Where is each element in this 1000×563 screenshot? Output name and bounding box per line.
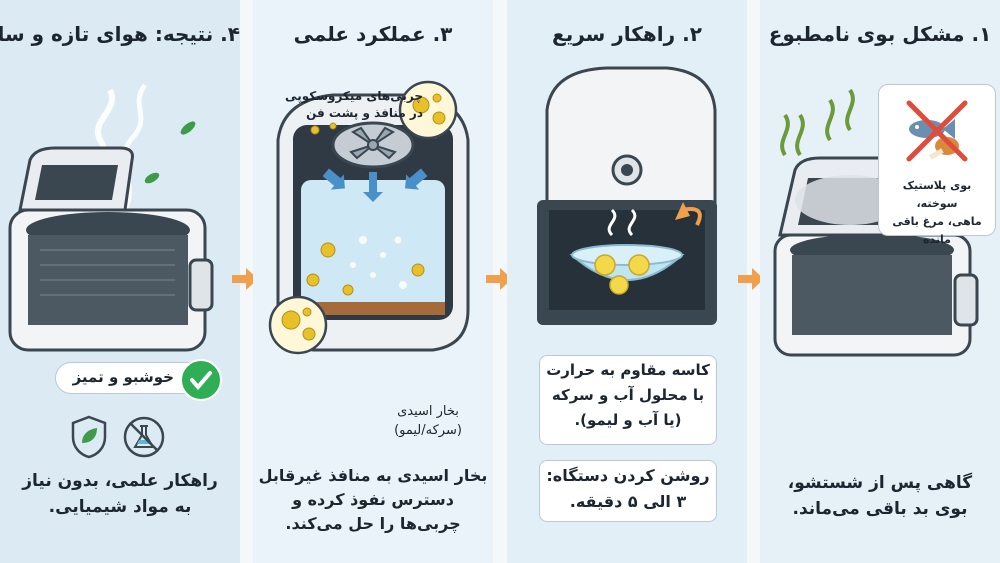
- arrow-right-icon: [486, 268, 512, 290]
- leaf-shield-icon: [71, 415, 107, 459]
- panel-problem: ۱. مشکل بوی نامطبوع بوی پلاستیک سوخته، م…: [760, 0, 1000, 563]
- instruction-box-time: روشن کردن دستگاه: ۳ الی ۵ دقیقه.: [539, 460, 717, 522]
- caption-line: به مواد شیمیایی.: [48, 497, 192, 517]
- caption-line: بخار اسیدی به منافذ غیرقابل: [258, 466, 488, 485]
- panel-result: ۴. نتیجه: هوای تازه و سالم خوشبو و تمیز: [0, 0, 240, 563]
- grease-label: چربی‌های میکروسکوپی در منافذ و پشت فن: [273, 88, 423, 122]
- steam-label-line: بخار اسیدی: [397, 404, 459, 419]
- status-badge: خوشبو و تمیز: [55, 359, 222, 401]
- caption-line: راهکار علمی، بدون نیاز: [22, 471, 218, 491]
- airfryer-cutaway-illustration: [268, 80, 470, 355]
- steam-label: بخار اسیدی (سرکه/لیمو): [373, 402, 483, 440]
- bubble-line: بوی پلاستیک سوخته،: [902, 179, 972, 210]
- instruction-line: کاسه مقاوم به حرارت: [546, 361, 710, 379]
- bubble-line: ماهی، مرغ باقی مانده: [892, 215, 982, 246]
- instruction-line: با محلول آب و سرکه: [551, 386, 705, 404]
- odor-bubble: بوی پلاستیک سوخته، ماهی، مرغ باقی مانده: [878, 84, 996, 246]
- instruction-line: (یا آب و لیمو).: [574, 411, 682, 429]
- airfryer-bowl-illustration: [537, 66, 717, 325]
- instruction-box-bowl: کاسه مقاوم به حرارت با محلول آب و سرکه (…: [539, 355, 717, 445]
- bubble-text: بوی پلاستیک سوخته، ماهی، مرغ باقی مانده: [881, 177, 993, 249]
- check-icon: [180, 359, 222, 401]
- fan-icon: [349, 126, 397, 160]
- lemon-icon: [594, 254, 650, 295]
- panel-caption: راهکار علمی، بدون نیاز به مواد شیمیایی.: [0, 468, 240, 520]
- steam-label-line: (سرکه/لیمو): [394, 423, 462, 438]
- caption-line: گاهی پس از شستشو،: [787, 473, 973, 493]
- caption-line: بوی بد باقی می‌ماند.: [792, 499, 968, 519]
- panel-title: ۳. عملکرد علمی: [293, 22, 453, 46]
- grease-label-line: چربی‌های میکروسکوپی: [285, 89, 423, 103]
- no-food-icon: [906, 100, 968, 162]
- smelly-airfryer-illustration: [773, 88, 979, 357]
- arrow-right-icon: [232, 268, 258, 290]
- panel-title: ۴. نتیجه: هوای تازه و سالم: [0, 22, 240, 46]
- caption-line: دسترس نفوذ کرده و: [292, 490, 454, 509]
- panel-caption: بخار اسیدی به منافذ غیرقابل دسترس نفوذ ک…: [253, 464, 493, 536]
- no-chemical-icon: [123, 416, 165, 458]
- panel-science: ۳. عملکرد علمی: [253, 0, 493, 563]
- panel-quick-fix: ۲. راهکار سریع کاسه مقاوم به حرارت با مح…: [507, 0, 747, 563]
- panel-title: ۲. راهکار سریع: [552, 22, 702, 46]
- clean-airfryer-illustration: [8, 83, 214, 352]
- grease-label-line: در منافذ و پشت فن: [306, 106, 423, 120]
- arrow-right-icon: [738, 268, 764, 290]
- status-badge-label: خوشبو و تمیز: [72, 368, 174, 386]
- instruction-line: روشن کردن دستگاه:: [546, 466, 710, 485]
- caption-line: چربی‌ها را حل می‌کند.: [285, 514, 461, 533]
- instruction-line: ۳ الی ۵ دقیقه.: [569, 492, 687, 511]
- panel-caption: گاهی پس از شستشو، بوی بد باقی می‌ماند.: [760, 470, 1000, 522]
- panel-title: ۱. مشکل بوی نامطبوع: [768, 22, 992, 46]
